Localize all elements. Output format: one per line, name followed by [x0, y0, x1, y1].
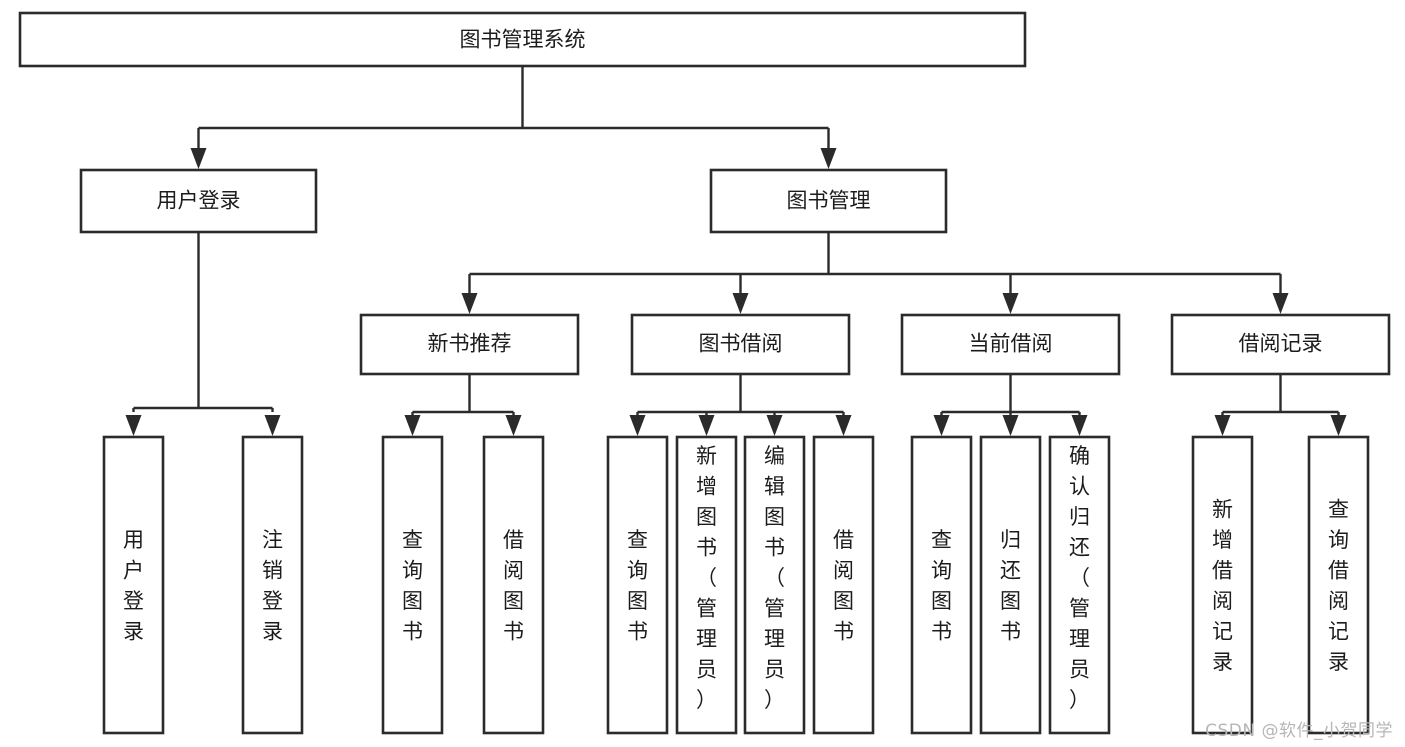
leaf-node-label: 用户登录	[123, 528, 144, 644]
arrow-head-icon	[264, 415, 281, 436]
leaf-node-box[interactable]	[482, 435, 545, 735]
leaf-node-leaf-query-record[interactable]: 查询借阅记录	[1307, 435, 1370, 735]
node-borrow-record-box[interactable]	[1170, 313, 1391, 376]
node-current-borrow[interactable]: 当前借阅	[900, 313, 1121, 376]
node-new-book-recommend[interactable]: 新书推荐	[359, 313, 580, 376]
leaf-node-label: 查询图书	[627, 528, 648, 644]
node-user-login-box[interactable]	[79, 168, 318, 234]
arrow-head-icon	[1214, 415, 1231, 436]
leaf-node-leaf-borrow-book-2[interactable]: 借阅图书	[812, 435, 875, 735]
leaf-node-box[interactable]	[381, 435, 444, 735]
leaf-node-leaf-return-book[interactable]: 归还图书	[979, 435, 1042, 735]
leaf-node-box[interactable]	[675, 435, 738, 735]
node-book-borrow-box[interactable]	[630, 313, 851, 376]
arrow-head-icon	[820, 148, 837, 169]
leaf-node-label: 新增借阅记录	[1212, 498, 1233, 675]
leaf-node-box[interactable]	[1048, 435, 1111, 735]
leaf-layer: 用户登录 注销登录 查询图书 借阅图书 查询图书 新增图书（管理员） 编辑图书（管理员） 借阅…	[102, 435, 1370, 735]
arrow-head-icon	[1002, 293, 1019, 314]
node-root[interactable]: 图书管理系统	[18, 11, 1027, 68]
node-book-manage-label: 图书管理	[787, 189, 871, 213]
node-book-manage-box[interactable]	[709, 168, 948, 234]
leaf-node-leaf-confirm-return[interactable]: 确认归还（管理员）	[1048, 435, 1111, 735]
leaf-node-label: 借阅图书	[833, 528, 854, 644]
leaf-node-box[interactable]	[606, 435, 669, 735]
arrow-head-icon	[835, 415, 852, 436]
leaf-node-leaf-user-logout[interactable]: 注销登录	[241, 435, 304, 735]
leaf-node-leaf-borrow-book-1[interactable]: 借阅图书	[482, 435, 545, 735]
arrow-head-icon	[766, 415, 783, 436]
leaf-node-box[interactable]	[241, 435, 304, 735]
node-new-book-recommend-box[interactable]	[359, 313, 580, 376]
node-book-manage[interactable]: 图书管理	[709, 168, 948, 234]
arrow-head-icon	[1071, 415, 1088, 436]
node-book-borrow[interactable]: 图书借阅	[630, 313, 851, 376]
arrow-head-icon	[190, 148, 207, 169]
arrow-head-icon	[933, 415, 950, 436]
node-borrow-record[interactable]: 借阅记录	[1170, 313, 1391, 376]
connector-layer	[125, 66, 1347, 436]
leaf-node-leaf-query-book-3[interactable]: 查询图书	[910, 435, 973, 735]
node-borrow-record-label: 借阅记录	[1239, 332, 1323, 356]
arrow-head-icon	[1002, 415, 1019, 436]
arrow-head-icon	[1272, 293, 1289, 314]
node-root-box[interactable]	[18, 11, 1027, 68]
node-current-borrow-label: 当前借阅	[969, 332, 1053, 356]
leaf-node-box[interactable]	[1191, 435, 1254, 735]
leaf-node-leaf-query-book-1[interactable]: 查询图书	[381, 435, 444, 735]
leaf-node-label: 新增图书（管理员）	[696, 444, 717, 712]
leaf-node-box[interactable]	[743, 435, 806, 735]
node-new-book-recommend-label: 新书推荐	[428, 332, 512, 356]
arrow-head-icon	[461, 293, 478, 314]
leaf-node-label: 确认归还（管理员）	[1069, 444, 1090, 712]
node-book-borrow-label: 图书借阅	[699, 332, 783, 356]
leaf-node-label: 查询图书	[931, 528, 952, 644]
leaf-node-box[interactable]	[979, 435, 1042, 735]
node-root-label: 图书管理系统	[460, 28, 586, 52]
leaf-node-leaf-user-login[interactable]: 用户登录	[102, 435, 165, 735]
leaf-node-leaf-edit-book[interactable]: 编辑图书（管理员）	[743, 435, 806, 735]
arrow-head-icon	[125, 415, 142, 436]
leaf-node-box[interactable]	[910, 435, 973, 735]
leaf-node-label: 查询图书	[402, 528, 423, 644]
leaf-node-box[interactable]	[102, 435, 165, 735]
leaf-node-box[interactable]	[812, 435, 875, 735]
leaf-node-label: 归还图书	[1000, 528, 1021, 644]
leaf-node-label: 借阅图书	[503, 528, 524, 644]
leaf-node-leaf-add-book[interactable]: 新增图书（管理员）	[675, 435, 738, 735]
node-user-login[interactable]: 用户登录	[79, 168, 318, 234]
leaf-node-label: 查询借阅记录	[1328, 498, 1349, 675]
arrow-head-icon	[404, 415, 421, 436]
arrow-head-icon	[732, 293, 749, 314]
arrow-head-icon	[629, 415, 646, 436]
leaf-node-box[interactable]	[1307, 435, 1370, 735]
leaf-node-leaf-query-book-2[interactable]: 查询图书	[606, 435, 669, 735]
arrow-head-icon	[698, 415, 715, 436]
leaf-node-label: 编辑图书（管理员）	[764, 444, 785, 712]
arrow-head-icon	[505, 415, 522, 436]
node-current-borrow-box[interactable]	[900, 313, 1121, 376]
leaf-node-leaf-add-record[interactable]: 新增借阅记录	[1191, 435, 1254, 735]
arrow-head-icon	[1330, 415, 1347, 436]
leaf-node-label: 注销登录	[262, 528, 283, 644]
node-user-login-label: 用户登录	[157, 189, 241, 213]
